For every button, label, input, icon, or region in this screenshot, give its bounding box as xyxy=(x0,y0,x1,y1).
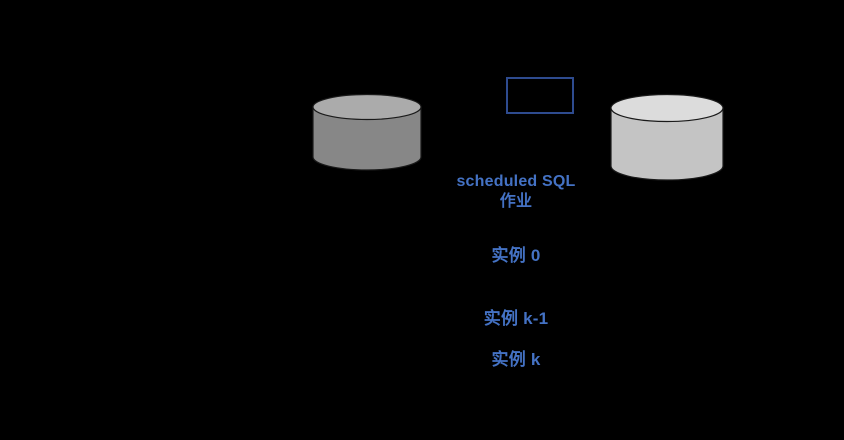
scheduled-sql-job-title: scheduled SQL 作业 xyxy=(456,173,576,210)
right-database-cylinder xyxy=(610,93,724,186)
database-cylinder-icon xyxy=(610,93,724,181)
instance-label-0: 实例 0 xyxy=(491,246,541,265)
instance-label-k-minus-1: 实例 k-1 xyxy=(483,309,549,328)
left-database-cylinder xyxy=(312,93,422,174)
scheduled-sql-job-box[interactable] xyxy=(506,77,574,114)
instance-label-k: 实例 k xyxy=(491,350,541,369)
database-cylinder-icon xyxy=(312,93,422,171)
